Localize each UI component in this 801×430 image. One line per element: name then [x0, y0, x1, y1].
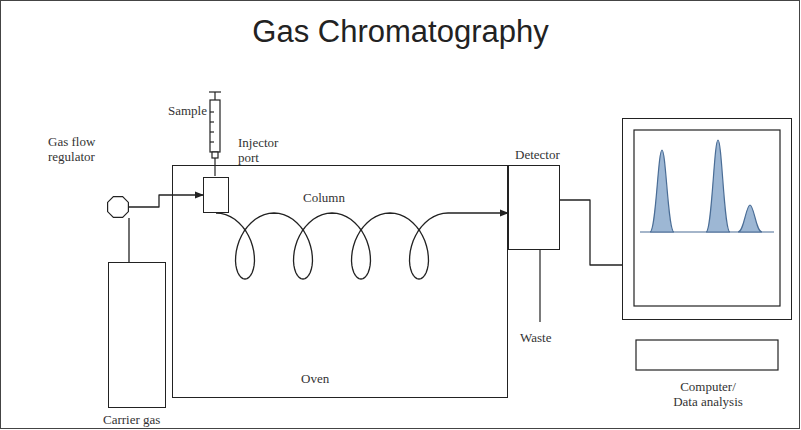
gas-line — [560, 200, 622, 265]
octagon-outline — [107, 196, 129, 218]
screen — [634, 130, 780, 306]
waste-label: Waste — [520, 330, 570, 345]
injector-port: Injector port — [203, 177, 229, 213]
keyboard — [636, 340, 778, 370]
chromatogram — [640, 140, 774, 232]
waste-line — [539, 250, 540, 322]
column-coil — [216, 213, 508, 279]
flow-regulator: Gas flow regulator — [107, 196, 129, 218]
computer-monitor: Computer/ Data analysis — [622, 118, 792, 320]
column-label: Column — [303, 190, 363, 205]
part-label: Oven — [301, 371, 361, 386]
part-label: Carrier gas — [103, 412, 183, 427]
syringe — [209, 92, 221, 176]
gas-line — [129, 195, 203, 207]
sample-label: Sample — [160, 103, 207, 118]
detector: Detector — [508, 165, 560, 250]
part-label: Detector — [515, 147, 585, 162]
carrier-gas-cylinder: Carrier gas — [108, 262, 166, 408]
part-label: Injector port — [238, 135, 294, 165]
gas-line — [128, 218, 129, 262]
title: Gas Chromatography — [0, 14, 801, 50]
part-label: Gas flow regulator — [48, 134, 112, 164]
part-label: Computer/ Data analysis — [668, 379, 748, 409]
